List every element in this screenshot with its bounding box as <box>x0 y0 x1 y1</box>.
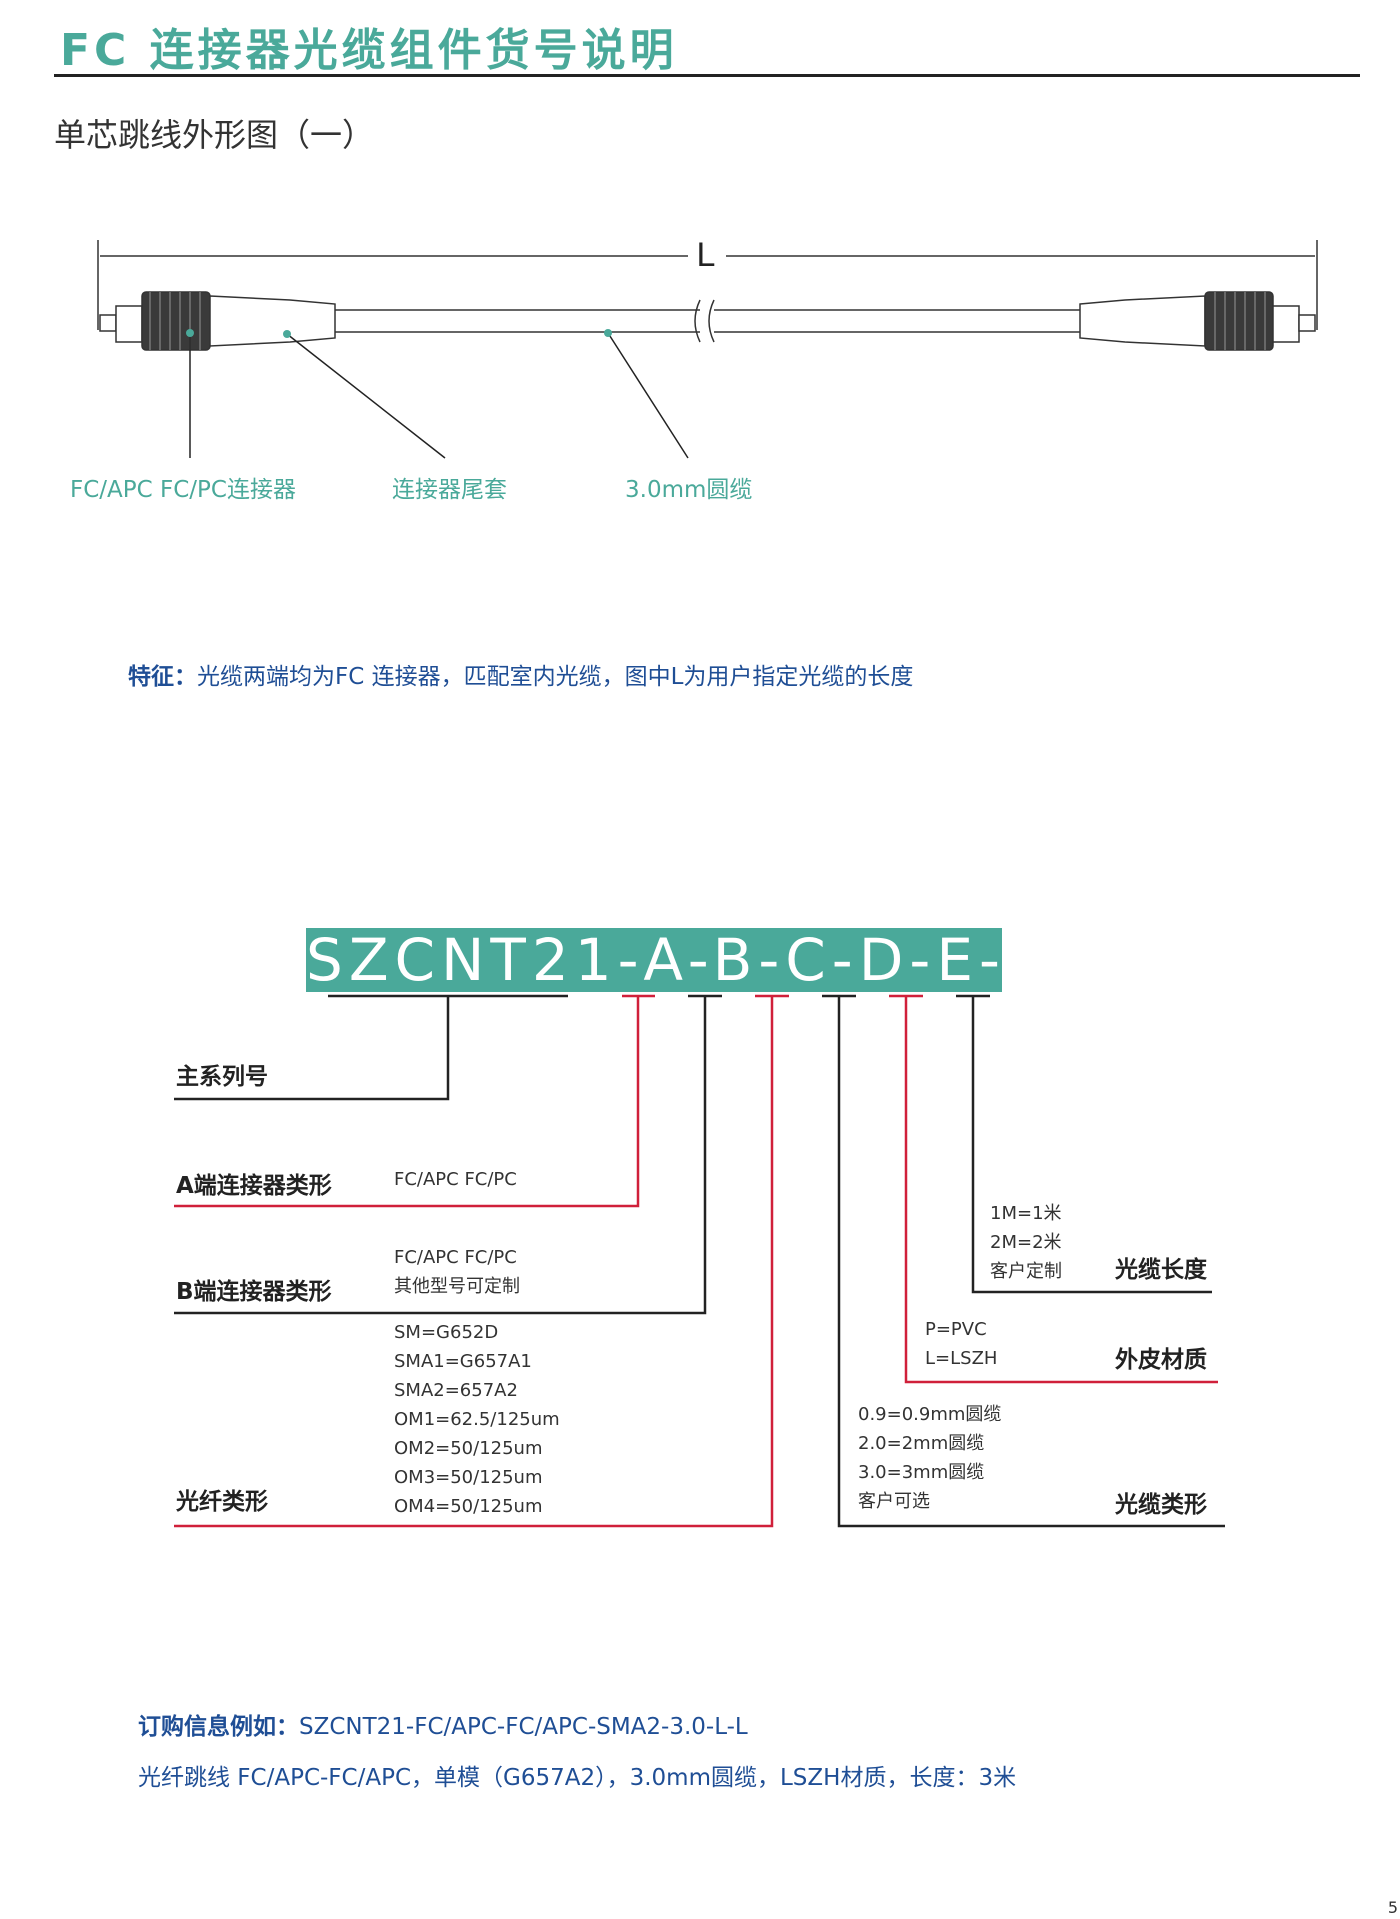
left-connector <box>99 291 336 351</box>
a-connector-option: FC/APC FC/PC <box>394 1169 517 1190</box>
fiber-type-option: OM4=50/125um <box>394 1496 543 1517</box>
cable-length-label: 光缆长度 <box>1115 1257 1207 1283</box>
cable-dot <box>604 329 612 337</box>
order-description: 光纤跳线 FC/APC-FC/APC，单模（G657A2），3.0mm圆缆，LS… <box>138 1765 1017 1791</box>
cable-type-option: 客户可选 <box>858 1491 930 1512</box>
fiber-type-option: OM1=62.5/125um <box>394 1409 560 1430</box>
order-label: 订购信息例如： <box>138 1714 299 1740</box>
callout-leaders <box>189 332 689 459</box>
fiber-type-option: SMA2=657A2 <box>394 1380 518 1401</box>
title-divider <box>54 74 1360 77</box>
cable <box>335 299 1080 343</box>
cable-type-option: 0.9=0.9mm圆缆 <box>858 1404 1002 1425</box>
cable-type-option: 3.0=3mm圆缆 <box>858 1462 985 1483</box>
section-subtitle: 单芯跳线外形图（一） <box>54 116 375 154</box>
boot-dot <box>283 330 291 338</box>
fiber-type-option: SMA1=G657A1 <box>394 1351 532 1372</box>
cable-length-option: 客户定制 <box>990 1261 1062 1282</box>
order-code: SZCNT21-FC/APC-FC/APC-SMA2-3.0-L-L <box>299 1714 748 1740</box>
callout-cable: 3.0mm圆缆 <box>625 477 753 503</box>
a-connector-label: A端连接器类形 <box>176 1173 332 1199</box>
callout-connector: FC/APC FC/PC连接器 <box>70 477 296 503</box>
order-example: 订购信息例如：SZCNT21-FC/APC-FC/APC-SMA2-3.0-L-… <box>138 1707 748 1741</box>
jacket-material-option: L=LSZH <box>925 1348 998 1369</box>
fiber-type-option: OM3=50/125um <box>394 1467 543 1488</box>
main-series-label: 主系列号 <box>176 1064 268 1090</box>
part-code: SZCNT21-A-B-C-D-E-F <box>306 928 1002 992</box>
cable-type-label: 光缆类形 <box>1115 1492 1207 1518</box>
length-label: L <box>697 236 716 274</box>
cable-type-option: 2.0=2mm圆缆 <box>858 1433 985 1454</box>
b-connector-label: B端连接器类形 <box>176 1279 332 1305</box>
connector-dot <box>186 329 194 337</box>
page-title: FC 连接器光缆组件货号说明 <box>60 25 678 76</box>
breakdown-leaders <box>174 994 1225 1528</box>
feature-note: 特征：光缆两端均为FC 连接器，匹配室内光缆，图中L为用户指定光缆的长度 <box>128 657 913 691</box>
length-dimension <box>97 240 1318 330</box>
fiber-type-option: OM2=50/125um <box>394 1438 543 1459</box>
b-connector-option: 其他型号可定制 <box>394 1276 520 1297</box>
fiber-type-label: 光纤类形 <box>176 1489 268 1515</box>
feature-label: 特征： <box>128 664 197 690</box>
feature-text: 光缆两端均为FC 连接器，匹配室内光缆，图中L为用户指定光缆的长度 <box>197 664 914 690</box>
jacket-material-option: P=PVC <box>925 1319 987 1340</box>
callout-boot: 连接器尾套 <box>392 477 507 503</box>
jacket-material-label: 外皮材质 <box>1115 1347 1207 1373</box>
right-connector <box>1079 291 1316 351</box>
b-connector-option: FC/APC FC/PC <box>394 1247 517 1268</box>
cable-length-option: 1M=1米 <box>990 1203 1062 1224</box>
page-number: 5 <box>1387 1898 1398 1917</box>
cable-length-option: 2M=2米 <box>990 1232 1062 1253</box>
fiber-type-option: SM=G652D <box>394 1322 499 1343</box>
